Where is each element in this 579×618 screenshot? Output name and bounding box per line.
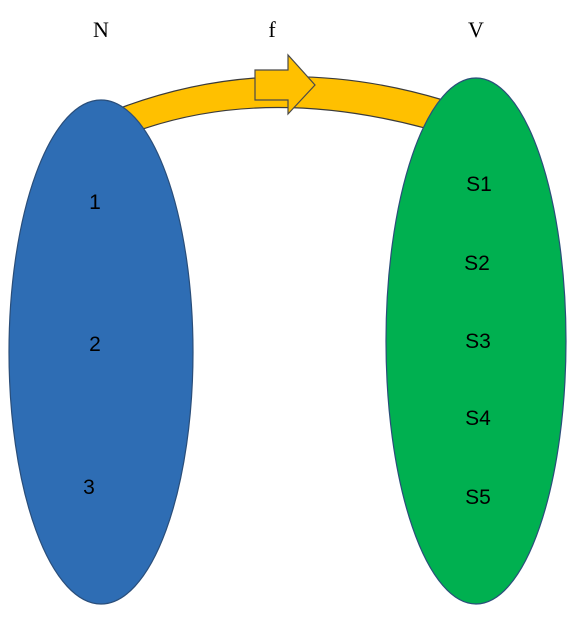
mapping-arrowhead <box>254 53 316 116</box>
mapping-label: f <box>268 17 276 42</box>
codomain-set-ellipse <box>385 77 567 605</box>
codomain-element-s3: S3 <box>465 330 491 353</box>
domain-element-1: 1 <box>89 191 101 214</box>
codomain-set-title: V <box>468 17 484 42</box>
codomain-element-s4: S4 <box>465 407 491 430</box>
codomain-element-s2: S2 <box>464 252 490 275</box>
domain-element-2: 2 <box>89 333 101 356</box>
domain-set-ellipse <box>8 99 194 605</box>
codomain-element-s5: S5 <box>465 486 491 509</box>
codomain-element-s1: S1 <box>466 173 492 196</box>
domain-set-title: N <box>93 17 109 42</box>
domain-element-3: 3 <box>83 476 95 499</box>
